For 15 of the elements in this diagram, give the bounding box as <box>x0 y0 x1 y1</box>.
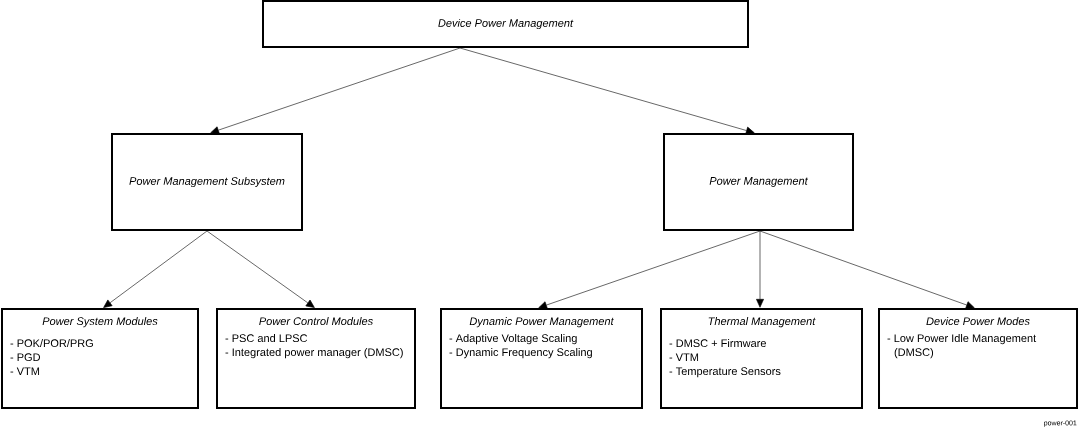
arrow <box>459 47 755 135</box>
arrow <box>756 230 764 308</box>
box: Power Control Modules - PSC and LPSC - Integrated power manager (DMSC) <box>216 308 416 409</box>
box: Power System Modules - POK/POR/PRG - PGD - VTM <box>1 308 199 409</box>
arrow <box>103 230 208 308</box>
box: Thermal Management - DMSC + Firmware - VTM - Temperature Sensors <box>660 308 863 409</box>
arrow <box>538 230 761 309</box>
box: Dynamic Power Management - Adaptive Voltage Scaling - Dynamic Frequency Scaling <box>440 308 643 409</box>
box: Power Management Subsystem <box>111 133 303 231</box>
box: Device Power Management <box>262 0 749 48</box>
arrow <box>210 47 461 134</box>
box: Device Power Modes - Low Power Idle Management (DMSC) <box>878 308 1078 409</box>
arrow <box>206 230 315 308</box>
arrow <box>759 230 975 309</box>
box: Power Management <box>663 133 854 231</box>
